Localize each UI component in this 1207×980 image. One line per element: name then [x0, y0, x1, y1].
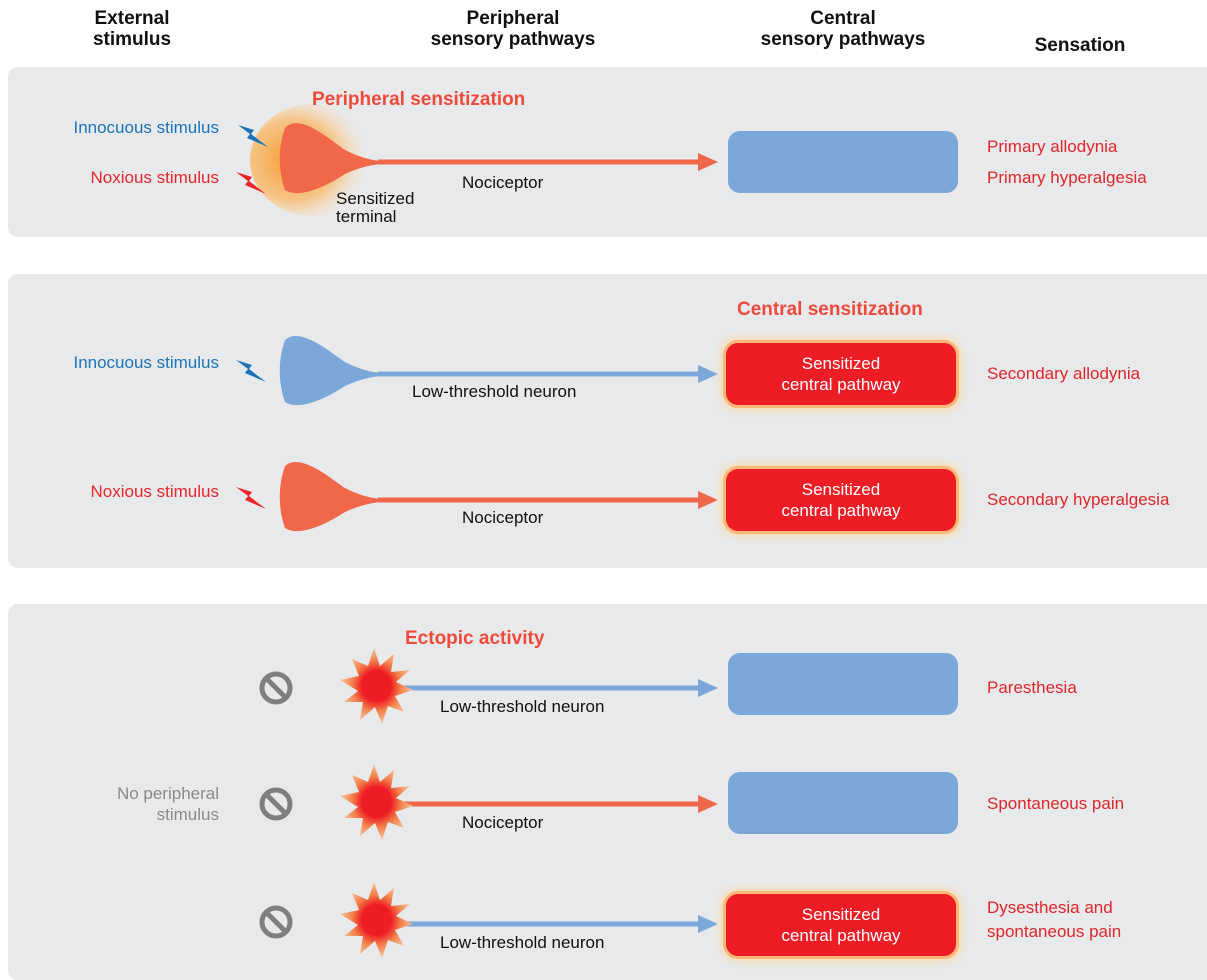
noxious-stimulus-label: Noxious stimulus — [90, 168, 220, 187]
title-ectopic-activity: Ectopic activity — [405, 628, 545, 649]
sensitized-central-pathway-box: Sensitized central pathway — [726, 469, 956, 531]
title-peripheral-sensitization: Peripheral sensitization — [312, 89, 526, 110]
innocuous-stimulus-label: Innocuous stimulus — [73, 118, 219, 137]
noxious-stimulus-label: Noxious stimulus — [90, 482, 220, 501]
sensation-secondary-hyperalgesia: Secondary hyperalgesia — [987, 490, 1170, 509]
prohibited-icon — [259, 905, 293, 939]
starburst-icon — [340, 882, 413, 958]
prohibited-icon — [259, 787, 293, 821]
header-peripheral-pathways: Peripheral sensory pathways — [430, 8, 596, 50]
lightning-bolt-icon — [236, 487, 266, 509]
low-threshold-terminal — [279, 335, 380, 406]
starburst-icon — [340, 648, 413, 724]
innocuous-stimulus-label: Innocuous stimulus — [73, 353, 219, 372]
nociceptor-arrowhead — [698, 795, 718, 813]
header-central-pathways: Central sensory pathways — [760, 8, 926, 50]
nociceptor-arrowhead — [698, 491, 718, 509]
low-threshold-neuron-label: Low-threshold neuron — [440, 697, 605, 716]
sensitized-central-pathway-box: Sensitized central pathway — [726, 343, 956, 405]
panel-peripheral-sensitization — [8, 67, 1207, 237]
sensation-dysesthesia-spontaneous-pain: Dysesthesia and spontaneous pain — [987, 898, 1122, 941]
sensation-primary-allodynia: Primary allodynia — [987, 137, 1118, 156]
sensation-spontaneous-pain: Spontaneous pain — [987, 794, 1125, 813]
nociceptor-label: Nociceptor — [462, 813, 544, 832]
lightning-bolt-icon — [236, 360, 266, 382]
low-threshold-neuron-label: Low-threshold neuron — [440, 933, 605, 952]
low-threshold-neuron-label: Low-threshold neuron — [412, 382, 577, 401]
header-sensation: Sensation — [1034, 35, 1126, 56]
sensation-paresthesia: Paresthesia — [987, 678, 1077, 697]
nociceptor-terminal — [279, 461, 380, 532]
low-threshold-arrowhead — [698, 365, 718, 383]
lightning-bolt-icon — [238, 125, 268, 147]
central-pathway-box — [728, 653, 958, 715]
sensation-primary-hyperalgesia: Primary hyperalgesia — [987, 168, 1147, 187]
nociceptor-label: Nociceptor — [462, 173, 544, 192]
starburst-icon — [340, 764, 413, 840]
sensation-secondary-allodynia: Secondary allodynia — [987, 364, 1141, 383]
nociceptor-terminal — [279, 123, 380, 194]
low-threshold-arrowhead — [698, 915, 718, 933]
title-central-sensitization: Central sensitization — [737, 299, 923, 320]
low-threshold-arrowhead — [698, 679, 718, 697]
no-peripheral-stimulus-label: No peripheral stimulus — [116, 784, 219, 824]
header-external-stimulus: External stimulus — [92, 8, 172, 50]
nociceptor-arrowhead — [698, 153, 718, 171]
central-pathway-box — [728, 772, 958, 834]
nociceptor-label: Nociceptor — [462, 508, 544, 527]
central-pathway-box — [728, 131, 958, 193]
panel-central-sensitization — [8, 274, 1207, 568]
panel-ectopic-activity — [8, 604, 1207, 980]
lightning-bolt-icon — [236, 172, 266, 194]
prohibited-icon — [259, 671, 293, 705]
sensitized-central-pathway-box: Sensitized central pathway — [726, 894, 956, 956]
sensitized-terminal-label: Sensitized terminal — [336, 189, 415, 226]
